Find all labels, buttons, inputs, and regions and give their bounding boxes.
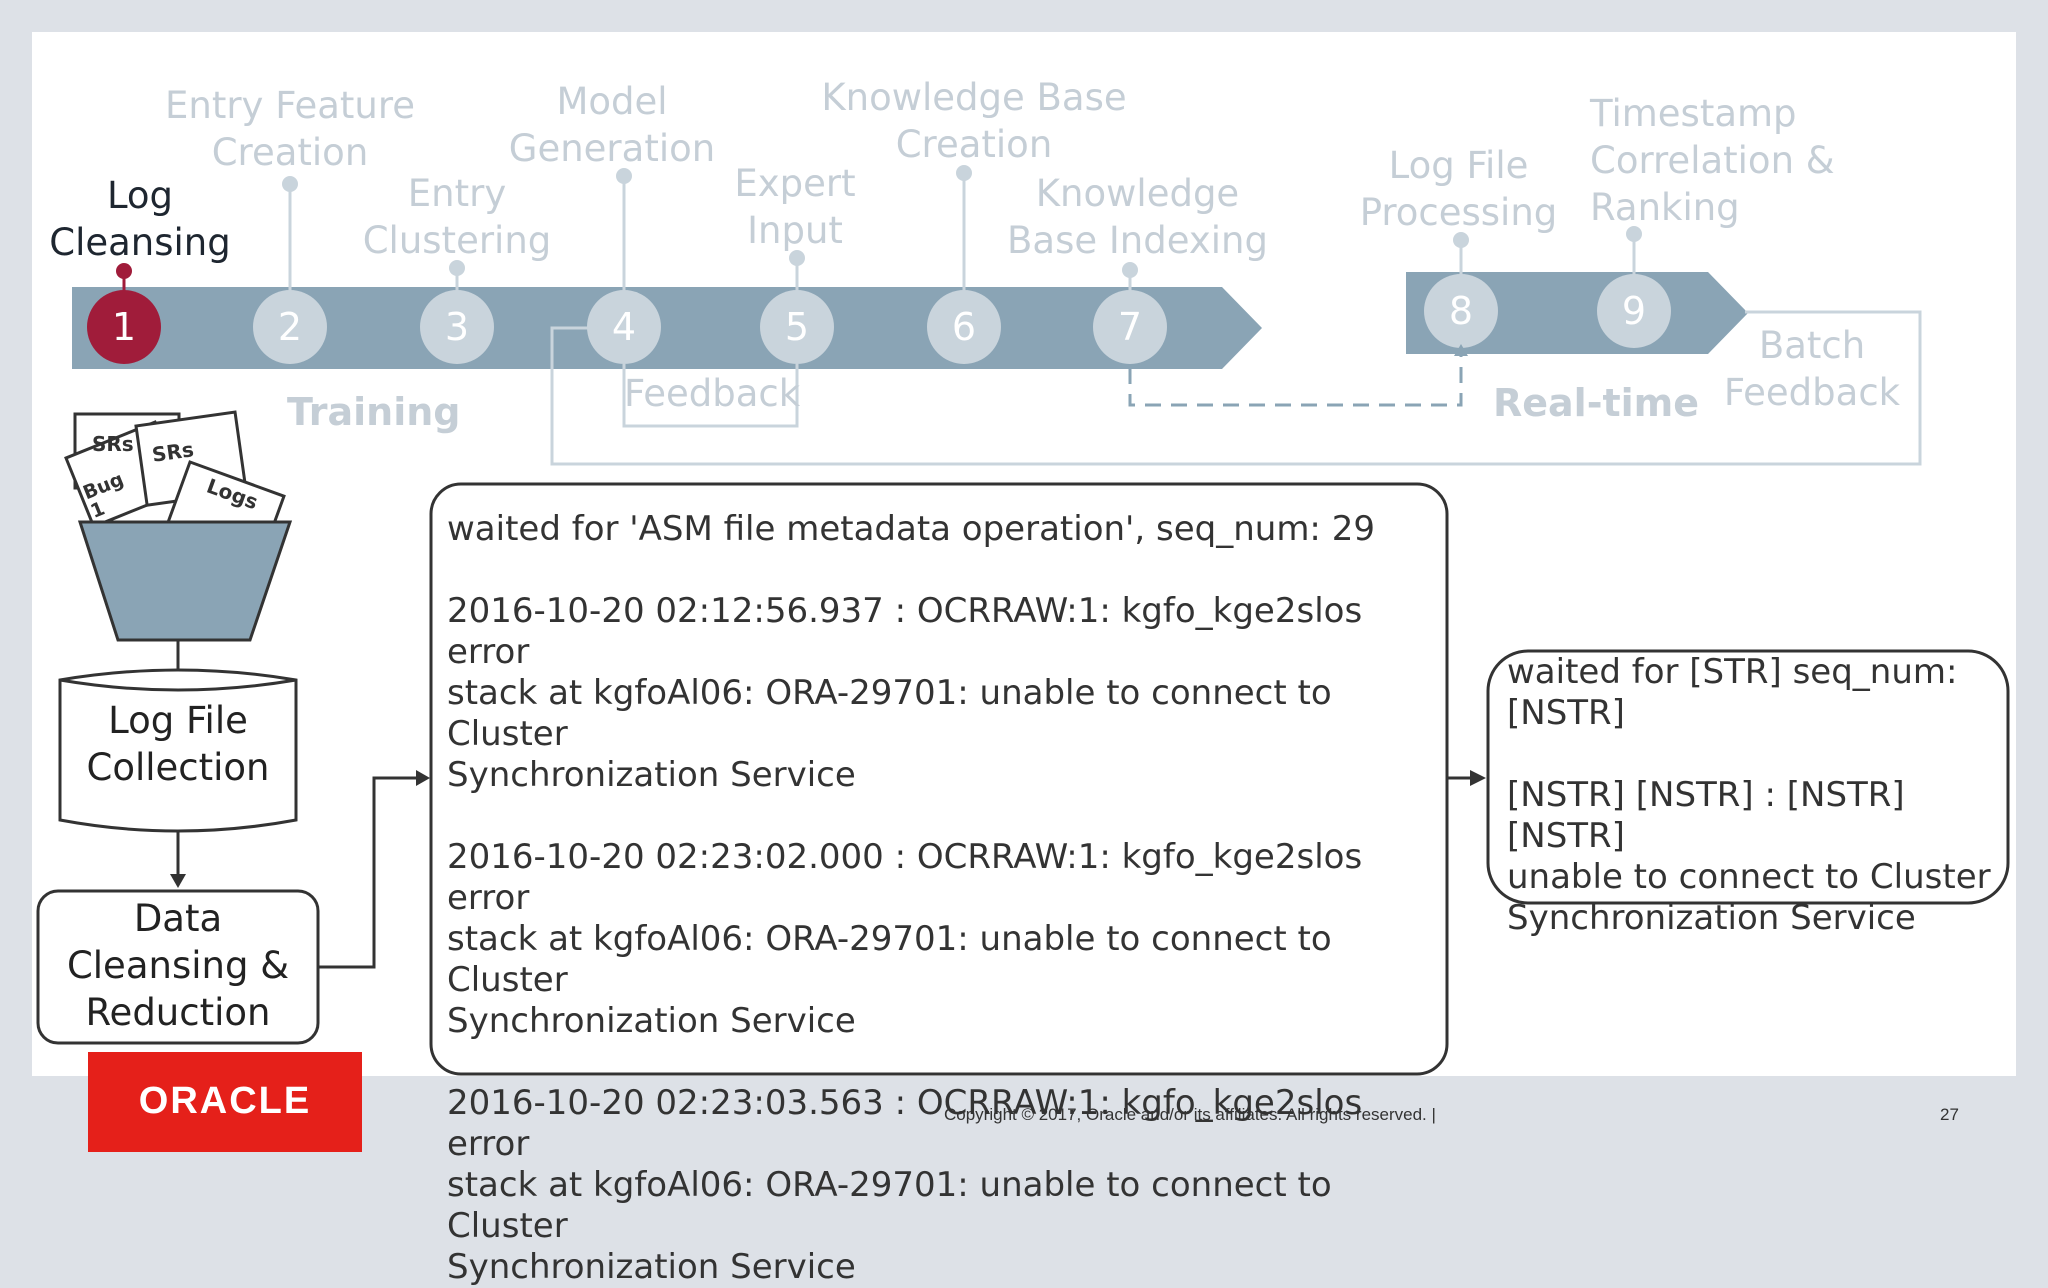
step-number-6: 6 — [951, 305, 977, 349]
step-number-9: 9 — [1621, 289, 1647, 333]
step-circle-1 — [87, 290, 161, 364]
training-label: Training — [287, 390, 461, 434]
batch-feedback-line — [550, 310, 1922, 466]
step-circle-2 — [253, 290, 327, 364]
step-circle-5 — [760, 290, 834, 364]
oracle-logo-text: ORACLE — [138, 1080, 312, 1122]
template-box — [1486, 649, 2010, 905]
step-number-8: 8 — [1448, 289, 1474, 333]
step-circle-4 — [587, 290, 661, 364]
step-number-2: 2 — [277, 305, 303, 349]
realtime-label: Real-time — [1493, 381, 1700, 425]
diagram-graphics — [36, 165, 2010, 1076]
page-number: 27 — [1940, 1105, 1959, 1124]
step-circle-7 — [1093, 290, 1167, 364]
oracle-logo: ORACLE — [88, 1052, 362, 1152]
copyright-text: Copyright © 2017, Oracle and/or its affi… — [944, 1105, 1436, 1124]
log-collection-cylinder — [58, 668, 298, 833]
active-stalk-dot — [116, 263, 132, 279]
step-number-5: 5 — [784, 305, 810, 349]
feedback-loop-line — [622, 364, 799, 428]
step-circle-8 — [1424, 274, 1498, 348]
label-stalk-dots — [282, 165, 1642, 278]
step-number-1: 1 — [111, 305, 137, 349]
doc-label-srs-1: SRs — [92, 432, 134, 456]
step-number-7: 7 — [1117, 305, 1143, 349]
step-number-3: 3 — [444, 305, 470, 349]
funnel — [77, 520, 293, 642]
step-circle-6 — [927, 290, 1001, 364]
step-number-4: 4 — [611, 305, 637, 349]
arrow-cleansing-to-logs — [318, 776, 416, 969]
dashed-link-arrowhead — [1454, 344, 1468, 356]
step-circle-9 — [1597, 274, 1671, 348]
feedback-label: Feedback — [624, 372, 801, 415]
raw-log-text: waited for 'ASM file metadata operation'… — [447, 509, 1375, 1287]
template-text: waited for [STR] seq_num: [NSTR] [NSTR] … — [1507, 652, 1991, 938]
dashed-link — [1128, 352, 1463, 407]
training-pipeline-arrow — [72, 287, 1262, 369]
batch-feedback-arrowhead — [588, 321, 600, 335]
step-circle-3 — [420, 290, 494, 364]
